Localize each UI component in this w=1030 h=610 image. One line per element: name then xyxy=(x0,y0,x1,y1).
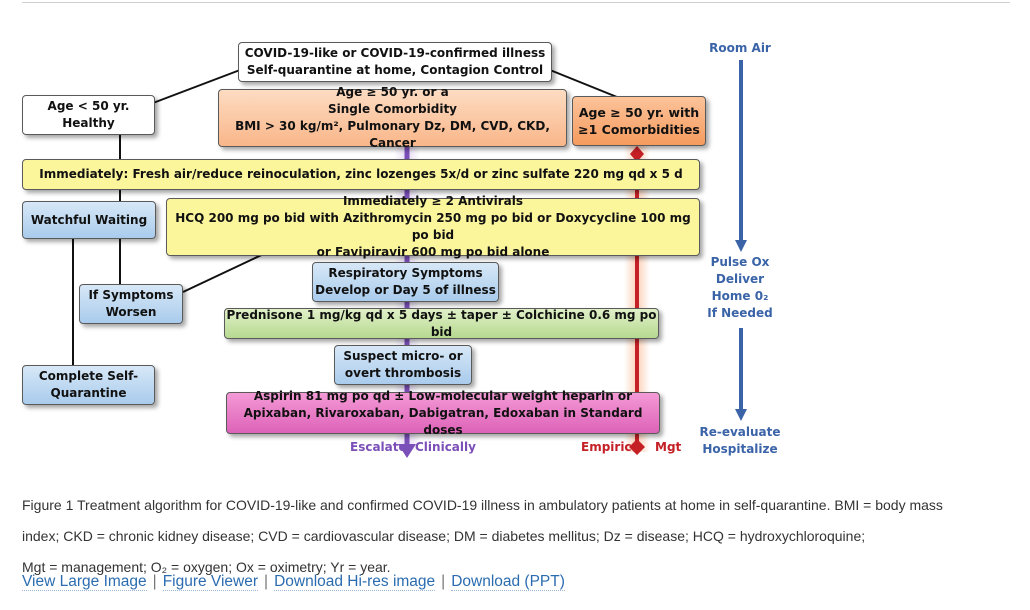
figure-viewer-link[interactable]: Figure Viewer xyxy=(162,573,259,591)
red-arrow-top-diamond xyxy=(630,146,644,162)
age-healthy-box: Age < 50 yr. Healthy xyxy=(22,95,155,135)
antivirals-box: Immediately ≥ 2 Antivirals HCQ 200 mg po… xyxy=(166,194,700,259)
respiratory-symptoms-box: Respiratory Symptoms Develop or Day 5 of… xyxy=(312,262,499,302)
blue-arrow-1-head xyxy=(735,240,747,252)
thrombosis-box: Suspect micro- or overt thrombosis xyxy=(334,345,472,385)
connector-symptoms-to-antivirals xyxy=(182,250,271,293)
purple-arrow-head xyxy=(398,444,416,458)
empiric-label: Empiric xyxy=(581,440,632,454)
caption-line-2: index; CKD = chronic kidney disease; CVD… xyxy=(22,528,866,544)
caption-line-1: Figure 1 Treatment algorithm for COVID-1… xyxy=(22,497,943,513)
connector-illness-to-multi xyxy=(549,69,618,98)
figure-links: View Large Image | Figure Viewer | Download … xyxy=(22,573,565,591)
download-hires-link[interactable]: Download Hi-res image xyxy=(274,573,436,591)
prednisone-box: Prednisone 1 mg/kg qd x 5 days ± taper ±… xyxy=(224,308,659,339)
blue-arrow-2-head xyxy=(735,409,747,421)
link-separator: | xyxy=(152,573,157,590)
illness-box: COVID-19-like or COVID-19-confirmed illn… xyxy=(238,42,552,82)
escalate-label: Escalate xyxy=(350,440,407,454)
pulse-ox-label: Pulse Ox Deliver Home 0₂ If Needed xyxy=(707,255,773,320)
watchful-waiting-box: Watchful Waiting xyxy=(22,201,156,239)
red-arrow-bottom-diamond xyxy=(629,439,645,455)
complete-quarantine-box: Complete Self- Quarantine xyxy=(22,365,155,405)
view-large-image-link[interactable]: View Large Image xyxy=(22,573,147,591)
age-single-comorbidity-box: Age ≥ 50 yr. or a Single Comorbidity BMI… xyxy=(218,85,567,150)
link-separator: | xyxy=(441,573,446,590)
top-divider xyxy=(22,2,1010,3)
caption-line-3: Mgt = management; O₂ = oxygen; Ox = oxim… xyxy=(22,559,391,575)
if-symptoms-worsen-box: If Symptoms Worsen xyxy=(79,284,183,324)
reevaluate-label: Re-evaluate Hospitalize xyxy=(699,425,781,456)
aspirin-box: Aspirin 81 mg po qd ± Low-molecular weig… xyxy=(226,389,660,437)
age-multi-comorbidity-box: Age ≥ 50 yr. with ≥1 Comorbidities xyxy=(572,96,706,146)
connector-illness-to-healthy xyxy=(152,69,241,104)
mgt-label: Mgt xyxy=(655,440,682,454)
clinically-label: Clinically xyxy=(415,440,476,454)
link-separator: | xyxy=(264,573,269,590)
immediately-box: Immediately: Fresh air/reduce reinoculat… xyxy=(22,159,700,190)
download-ppt-link[interactable]: Download (PPT) xyxy=(451,573,565,591)
figure-caption: Figure 1 Treatment algorithm for COVID-1… xyxy=(22,490,1012,583)
room-air-label: Room Air xyxy=(709,41,771,55)
